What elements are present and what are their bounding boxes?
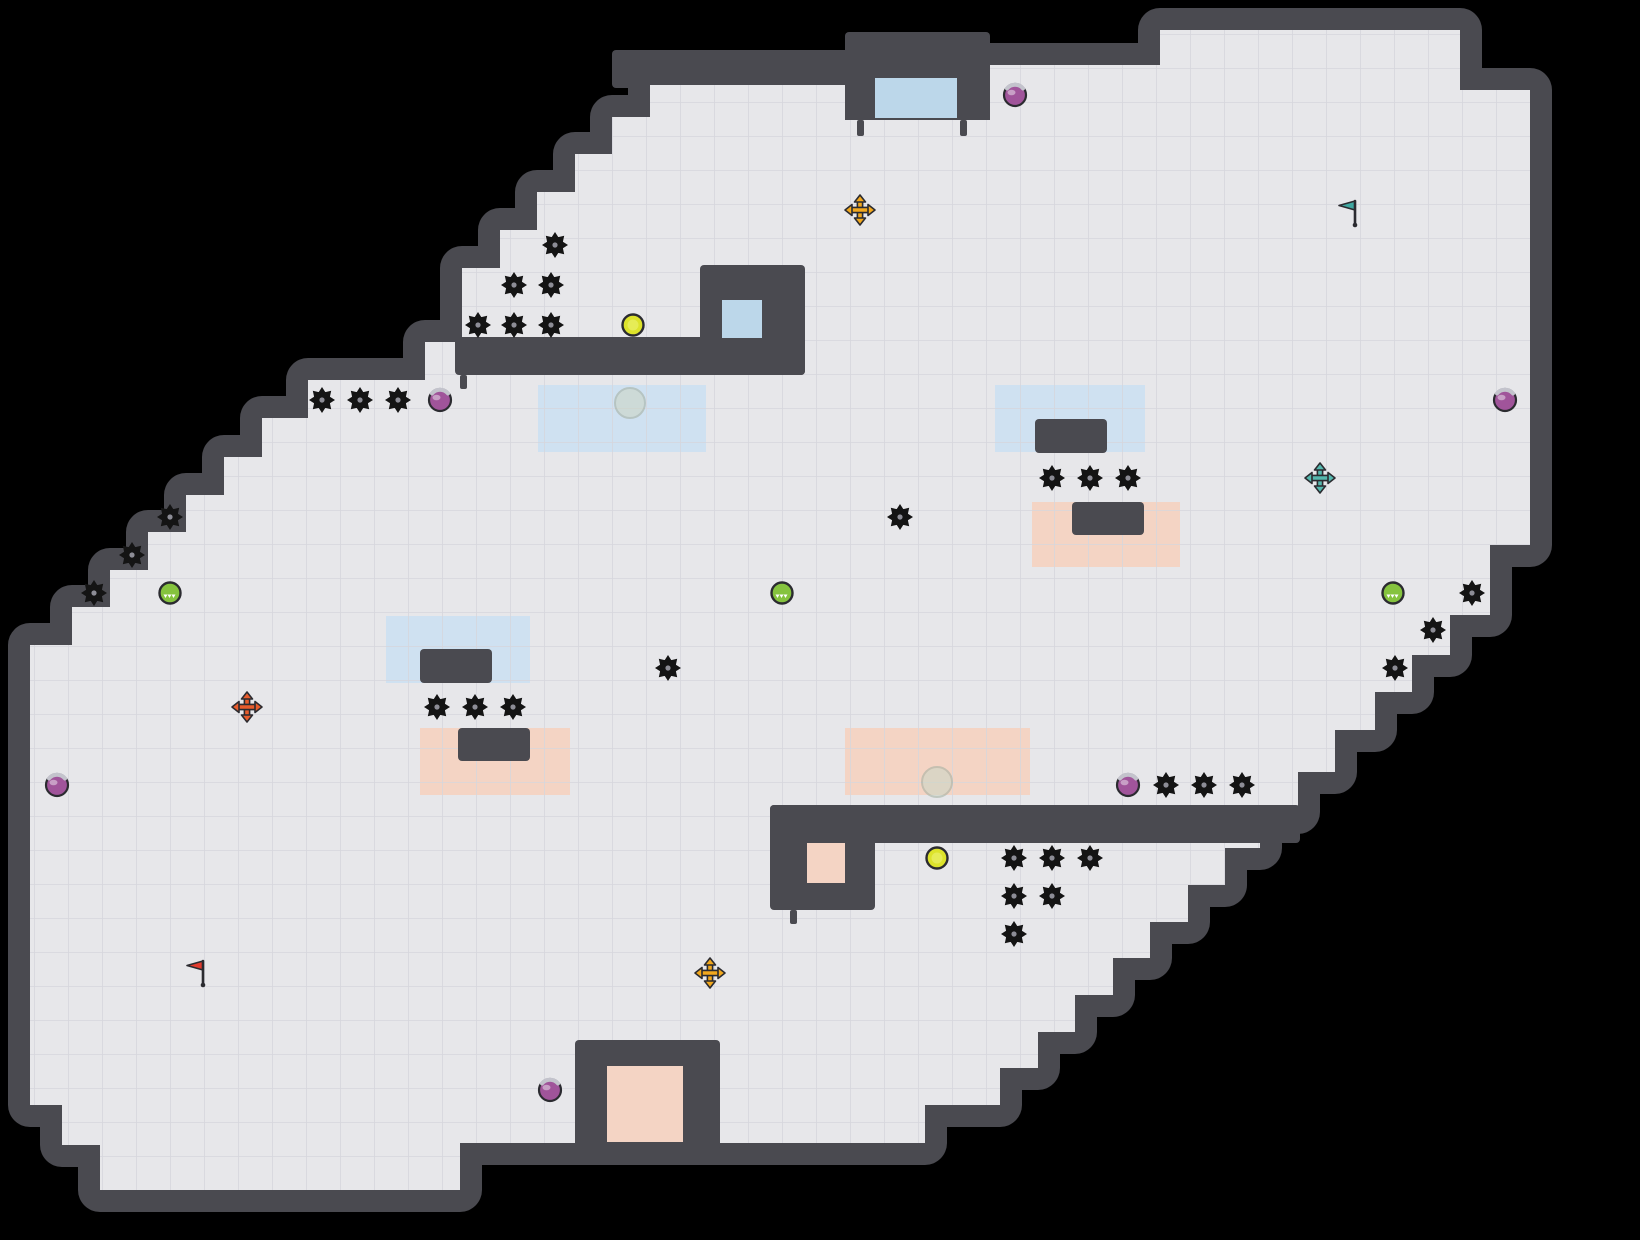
interior-wall-block — [1035, 419, 1107, 453]
gear-icon[interactable] — [385, 387, 411, 413]
gear-icon[interactable] — [501, 312, 527, 338]
ghost-marker-icon — [614, 387, 646, 419]
wall-tick — [960, 120, 967, 136]
interior-wall-block — [1072, 502, 1144, 535]
gear-icon[interactable] — [1077, 465, 1103, 491]
wall-inset-tile — [875, 78, 957, 118]
gear-icon[interactable] — [1001, 845, 1027, 871]
interior-wall-block — [455, 337, 805, 375]
green-orb-icon[interactable] — [158, 581, 182, 605]
wall-tick — [790, 910, 797, 924]
bomb-icon[interactable] — [44, 772, 70, 798]
wall-inset-tile — [807, 843, 845, 883]
gear-icon[interactable] — [887, 504, 913, 530]
gear-icon[interactable] — [1077, 845, 1103, 871]
gear-icon[interactable] — [1191, 772, 1217, 798]
gear-icon[interactable] — [347, 387, 373, 413]
gear-icon[interactable] — [542, 232, 568, 258]
gear-icon[interactable] — [1115, 465, 1141, 491]
gear-icon[interactable] — [424, 694, 450, 720]
gear-icon[interactable] — [1039, 845, 1065, 871]
gear-icon[interactable] — [462, 694, 488, 720]
bomb-icon[interactable] — [427, 387, 453, 413]
wall-inset-tile — [722, 300, 762, 338]
bomb-icon[interactable] — [1002, 82, 1028, 108]
gear-icon[interactable] — [157, 504, 183, 530]
gear-icon[interactable] — [1229, 772, 1255, 798]
gear-icon[interactable] — [1039, 465, 1065, 491]
gear-icon[interactable] — [1459, 580, 1485, 606]
gear-icon[interactable] — [538, 312, 564, 338]
gear-icon[interactable] — [1382, 655, 1408, 681]
gear-icon[interactable] — [1001, 921, 1027, 947]
ghost-marker-icon — [921, 766, 953, 798]
wall-inset-tile — [607, 1066, 683, 1142]
interior-wall-block — [420, 649, 492, 683]
green-orb-icon[interactable] — [1381, 581, 1405, 605]
structures-layer — [420, 78, 1300, 1150]
wall-pad — [612, 50, 850, 88]
gear-icon[interactable] — [1039, 883, 1065, 909]
gear-icon[interactable] — [501, 272, 527, 298]
gear-icon[interactable] — [119, 542, 145, 568]
gear-icon[interactable] — [1420, 617, 1446, 643]
gear-icon[interactable] — [538, 272, 564, 298]
gear-icon[interactable] — [1153, 772, 1179, 798]
yellow-orb-icon[interactable] — [925, 846, 949, 870]
wall-tick — [460, 375, 467, 389]
gear-icon[interactable] — [655, 655, 681, 681]
gear-icon[interactable] — [309, 387, 335, 413]
gear-icon[interactable] — [465, 312, 491, 338]
yellow-orb-icon[interactable] — [621, 313, 645, 337]
gear-icon[interactable] — [81, 580, 107, 606]
gear-icon[interactable] — [500, 694, 526, 720]
green-orb-icon[interactable] — [770, 581, 794, 605]
bomb-icon[interactable] — [537, 1077, 563, 1103]
bomb-icon[interactable] — [1115, 772, 1141, 798]
wall-tick — [857, 120, 864, 136]
interior-wall-block — [770, 805, 1300, 843]
interior-wall-block — [458, 728, 530, 761]
gear-icon[interactable] — [1001, 883, 1027, 909]
bomb-icon[interactable] — [1492, 387, 1518, 413]
